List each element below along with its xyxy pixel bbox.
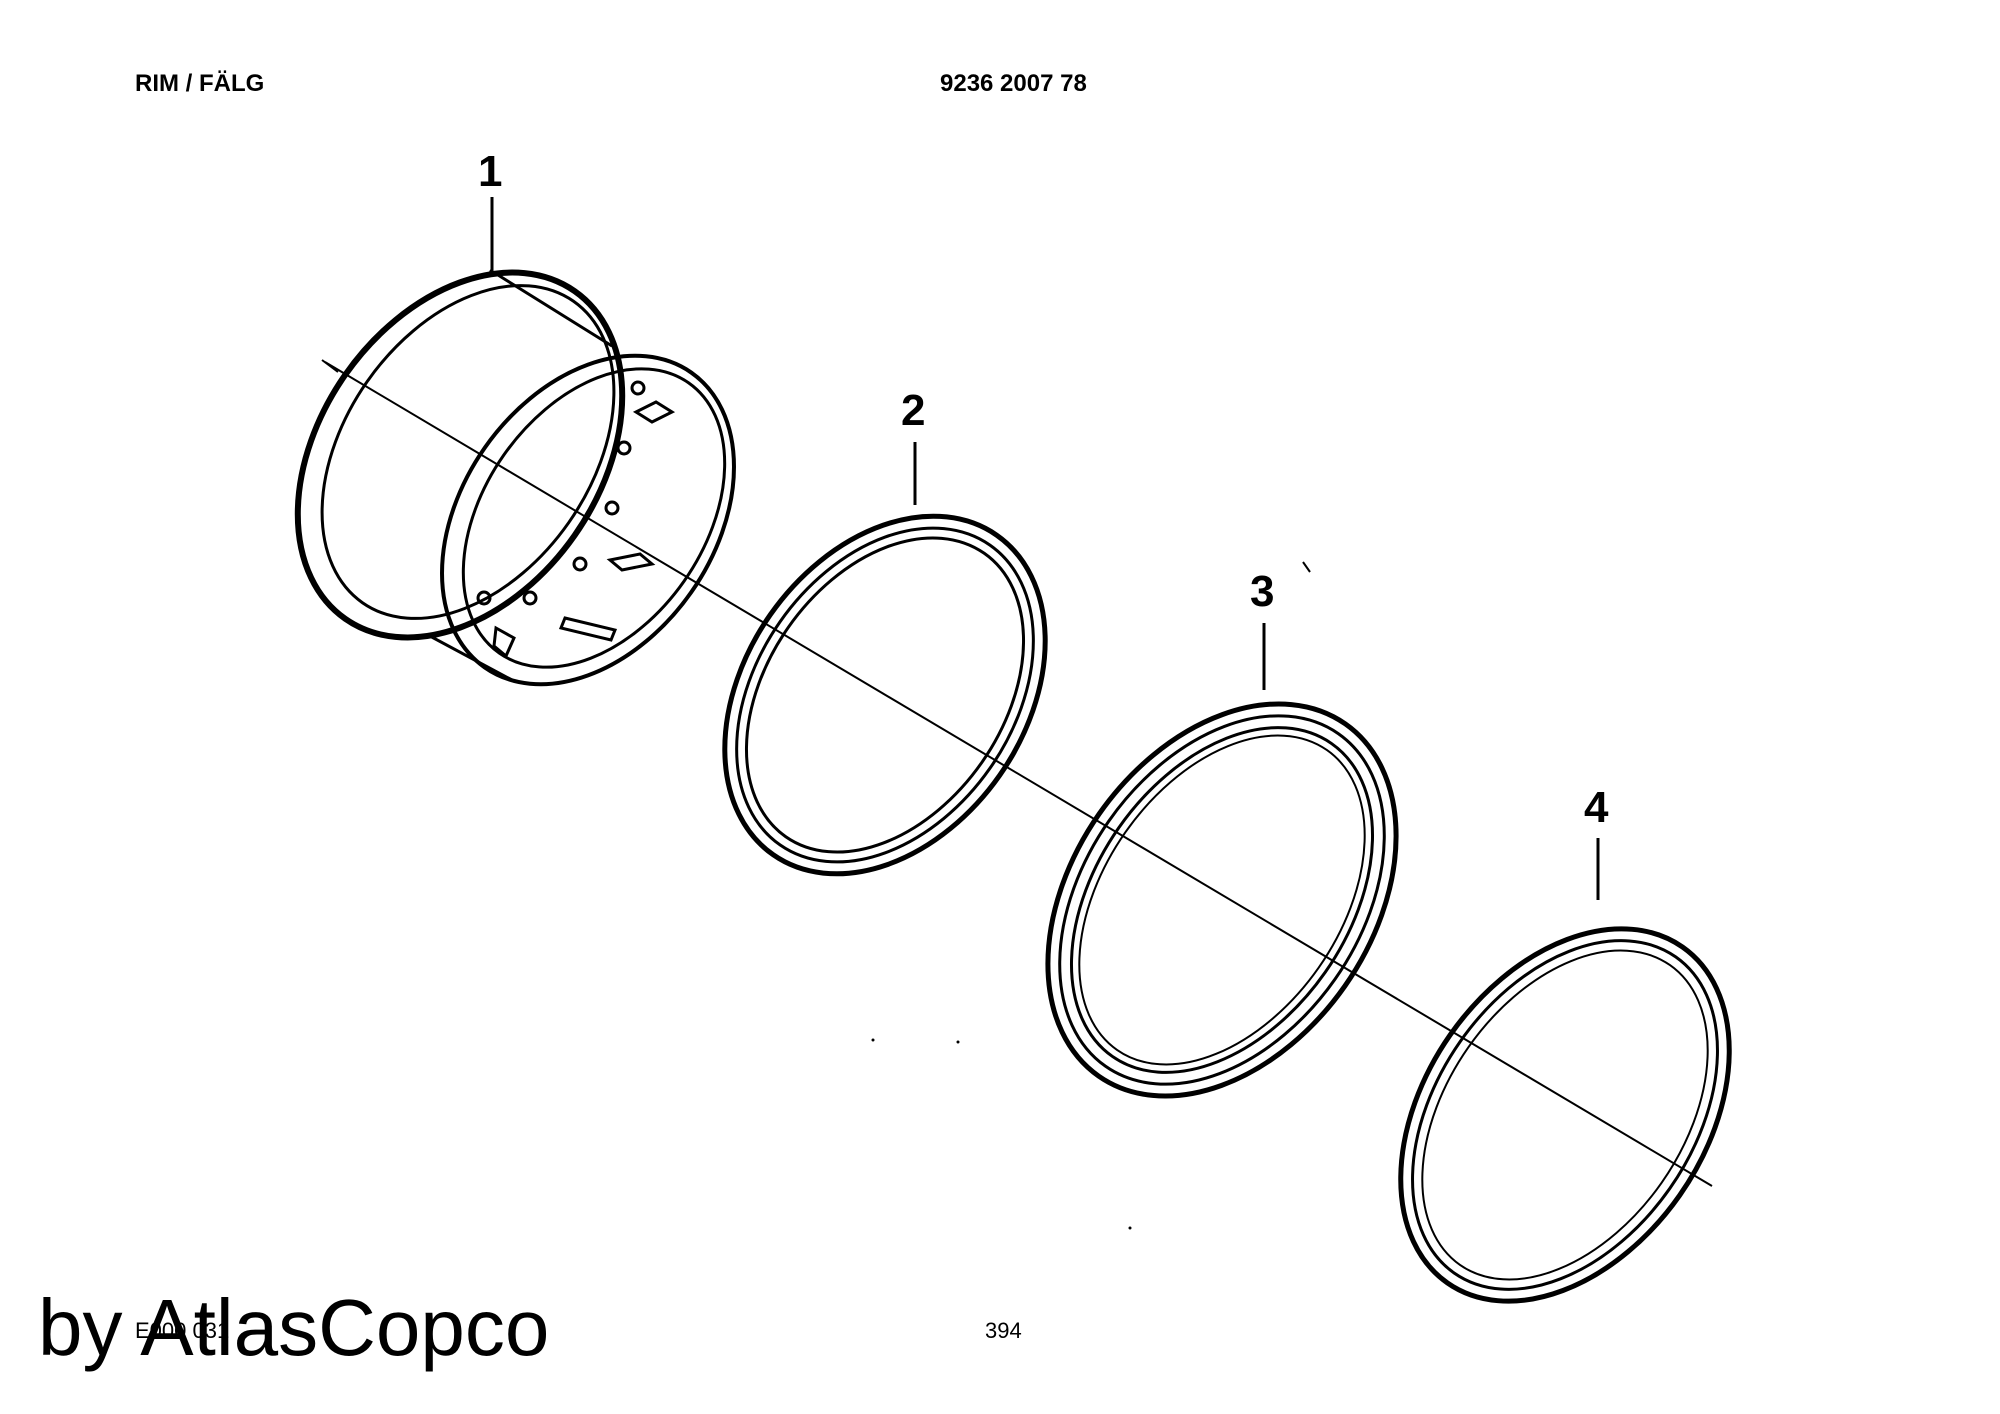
page-title: RIM / FÄLG (135, 70, 265, 97)
callout-3: 3 (1250, 567, 1274, 616)
callout-2: 2 (901, 386, 925, 435)
center-axis-line (324, 361, 1713, 1187)
watermark-text: by AtlasCopco (38, 1283, 550, 1372)
ring-part-4 (1398, 926, 1732, 1304)
callout-1: 1 (478, 147, 502, 196)
page-number: 394 (985, 1318, 1022, 1343)
callout-4: 4 (1584, 783, 1609, 832)
leader-lines (490, 197, 1600, 900)
drawing-code: E000 031 (135, 1318, 230, 1343)
part-number: 9236 2007 78 (940, 70, 1087, 97)
ring-part-3 (1045, 701, 1399, 1099)
ring-part-2 (722, 513, 1048, 877)
rim-part (294, 268, 736, 687)
